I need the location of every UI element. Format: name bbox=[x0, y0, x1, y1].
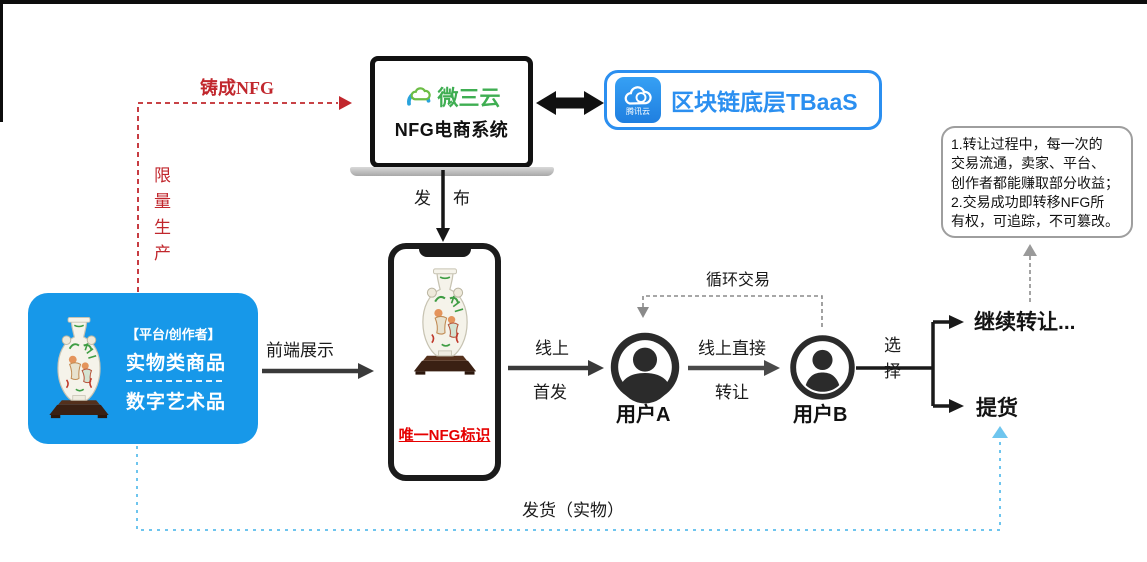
continue-transfer-label: 继续转让... bbox=[974, 311, 1076, 334]
creator-role-label: 【平台/创作者】 bbox=[126, 326, 221, 342]
loop-arrow-line bbox=[642, 295, 823, 327]
system-title: NFG电商系统 bbox=[394, 120, 509, 140]
wsy-cloud-icon bbox=[406, 87, 431, 106]
user-b-label: 用户B bbox=[793, 404, 848, 426]
note-line: 1.转让过程中，每一次的 bbox=[951, 136, 1103, 152]
branch-bottom-arrowhead bbox=[949, 399, 964, 413]
loop-arrowhead bbox=[637, 307, 649, 318]
note-line: 有权，可追踪，不可篡改。 bbox=[951, 213, 1119, 230]
note-line: 创作者都能赚取部分收益； bbox=[951, 174, 1119, 191]
transfer-arrowhead bbox=[764, 360, 780, 376]
tbaas-box: 腾讯云 区块链底层TBaaS bbox=[604, 70, 882, 130]
ship-label: 发货（实物） bbox=[522, 501, 624, 520]
note-box: 1.转让过程中，每一次的 交易流通，卖家、平台、 创作者都能赚取部分收益； 2.… bbox=[941, 126, 1133, 238]
phone-frame: 唯一NFG标识 bbox=[388, 243, 501, 481]
user-a-avatar-icon bbox=[610, 332, 680, 404]
frontend-label: 前端展示 bbox=[266, 341, 334, 360]
tencent-cloud-icon: 腾讯云 bbox=[615, 77, 661, 123]
creator-product-text: 【平台/创作者】 实物类商品 数字艺术品 bbox=[126, 324, 226, 414]
launch-label-bottom: 首发 bbox=[533, 383, 567, 402]
note-line: 交易流通，卖家、平台、 bbox=[951, 155, 1105, 172]
sync-arrowhead-right bbox=[584, 91, 604, 115]
mint-label: 铸成NFG bbox=[200, 78, 274, 98]
tbaas-title: 区块链底层TBaaS bbox=[671, 89, 858, 115]
frontend-arrowhead bbox=[358, 363, 374, 379]
brand-name: 微三云 bbox=[437, 87, 501, 110]
note-line: 2.交易成功即转移NFG所 bbox=[951, 193, 1105, 210]
tencent-cloud-glyph bbox=[624, 85, 652, 105]
top-frame-line bbox=[0, 0, 1147, 4]
publish-arrowhead bbox=[436, 228, 450, 242]
limited-production-label: 限量生产 bbox=[151, 166, 170, 270]
loop-trade-label: 循环交易 bbox=[706, 272, 771, 289]
creator-product-box: 【平台/创作者】 实物类商品 数字艺术品 bbox=[28, 293, 258, 444]
digital-art-label: 数字艺术品 bbox=[126, 391, 227, 413]
transfer-label-top: 线上直接 bbox=[698, 339, 766, 358]
product-vase-image bbox=[48, 316, 110, 419]
laptop-frame: 微三云 NFG电商系统 bbox=[370, 56, 533, 168]
laptop-base bbox=[350, 167, 554, 176]
user-b-avatar-icon bbox=[790, 335, 855, 400]
choose-label: 选择 bbox=[881, 336, 900, 388]
divider bbox=[126, 379, 222, 382]
launch-arrowhead bbox=[588, 360, 604, 376]
left-frame-line bbox=[0, 0, 3, 122]
user-a-label: 用户A bbox=[616, 404, 671, 426]
nfg-tag-label: 唯一NFG标识 bbox=[398, 427, 491, 444]
wsy-brand: 微三云 bbox=[403, 82, 501, 112]
phone-vase-image bbox=[412, 267, 477, 376]
publish-label: 发布 bbox=[414, 189, 492, 208]
mint-arrowhead bbox=[339, 96, 352, 110]
physical-goods-label: 实物类商品 bbox=[126, 352, 227, 374]
transfer-label-bottom: 转让 bbox=[715, 383, 749, 402]
note-arrowhead bbox=[1023, 244, 1037, 256]
tencent-cloud-label: 腾讯云 bbox=[626, 106, 650, 116]
pickup-label: 提货 bbox=[976, 397, 1018, 420]
ship-arrowhead bbox=[992, 426, 1008, 438]
branch-top-arrowhead bbox=[949, 315, 964, 329]
phone-notch bbox=[418, 248, 471, 257]
sync-arrowhead-left bbox=[536, 91, 556, 115]
launch-label-top: 线上 bbox=[535, 339, 569, 358]
